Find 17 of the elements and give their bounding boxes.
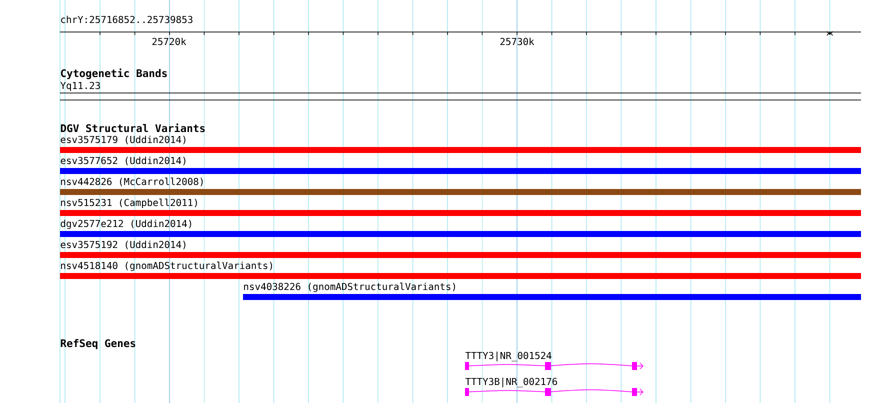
band-label: Yq11.23 — [60, 82, 100, 91]
tick-label: 25720k — [152, 38, 186, 46]
gene-label: TTTY3B|NR_002176 — [465, 378, 558, 388]
variant-label: dgv2577e212 (Uddin2014) — [60, 220, 192, 230]
variant-label: nsv515231 (Campbell2011) — [61, 198, 197, 208]
variant-label: nsv442826 (McCarroll2008) — [61, 178, 203, 186]
track-title: RefSeq Genes — [60, 339, 136, 350]
variant-label: esv3577652 (Uddin2014) — [60, 156, 186, 166]
variant-label: esv3575179 (Uddin2014) — [60, 136, 186, 144]
variant-label: nsv4518140 (gnomADStructuralVariants) — [61, 262, 272, 272]
locus-label: chrY:25716852..25739853 — [61, 16, 192, 24]
variant-label: nsv4038226 (gnomADStructuralVariants) — [244, 282, 456, 292]
gene-label: TTTY3|NR_001524 — [465, 352, 552, 362]
variant-label: esv3575192 (Uddin2014) — [60, 240, 186, 250]
tick-label: 25730k — [500, 38, 534, 46]
track-title: DGV Structural Variants — [60, 123, 205, 132]
track-title: Cytogenetic Bands — [61, 68, 167, 80]
